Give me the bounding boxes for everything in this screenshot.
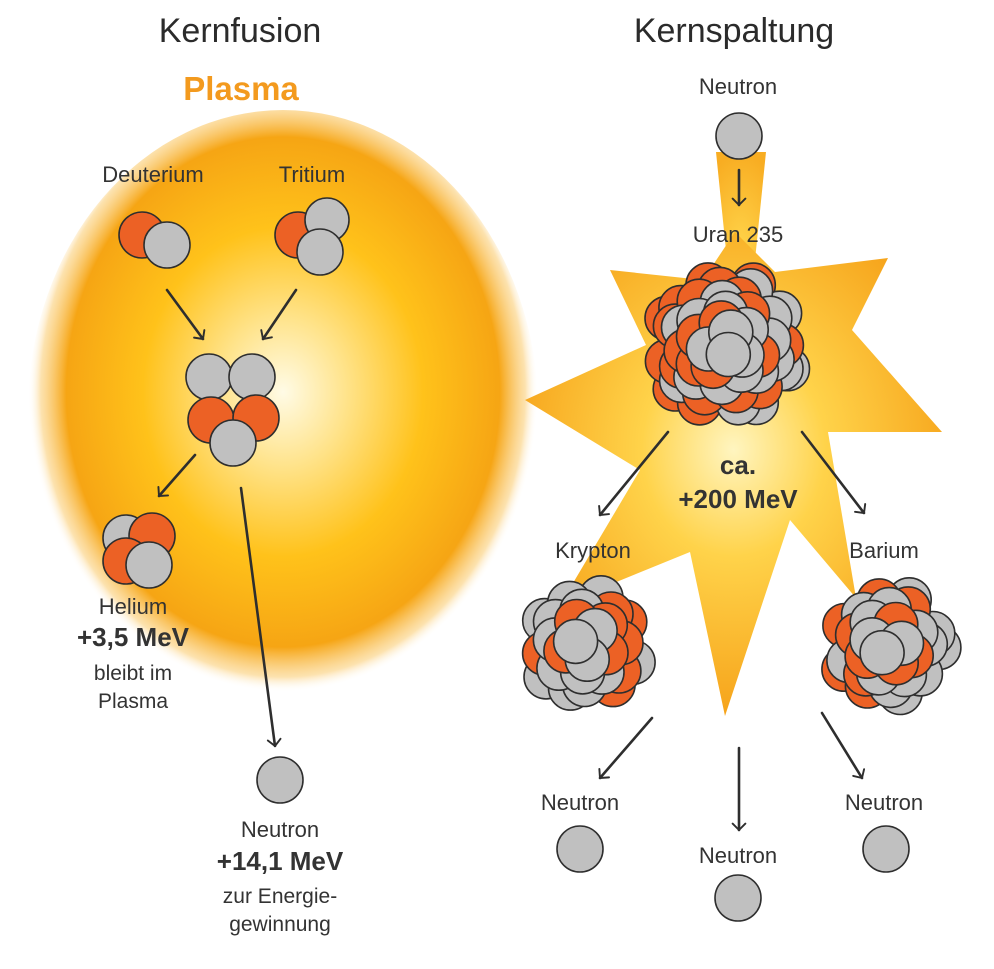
tritium-label: Tritium (278, 162, 346, 187)
fission-neutron-middle-label: Neutron (698, 843, 778, 868)
fission-energy-line2: +200 MeV (678, 484, 798, 514)
arrow-compound-to-helium (157, 453, 197, 498)
arrow-compound-to-neutron (239, 486, 282, 748)
fusion-neutron-label: Neutron (240, 817, 320, 842)
neutron (209, 419, 257, 467)
neutron (185, 353, 233, 401)
fission-neutron-left-label: Neutron (540, 790, 620, 815)
neutron (862, 825, 910, 873)
neutron (125, 541, 173, 589)
fission-title: Kernspaltung (633, 12, 835, 50)
neutron (256, 756, 304, 804)
fission-neutron-middle (714, 874, 762, 922)
fusion-neutron-note-line1: zur Energie- (222, 885, 338, 908)
uranium-nucleus (644, 262, 811, 426)
arrow-to-neutron-left (598, 716, 654, 780)
neutron (715, 112, 763, 160)
helium-label: Helium (98, 594, 168, 619)
arrow-to-neutron-right (820, 711, 866, 780)
fusion-neutron (256, 756, 304, 804)
reaction-arrows (157, 168, 867, 832)
neutron (714, 874, 762, 922)
neutron (556, 825, 604, 873)
neutron (705, 331, 752, 378)
krypton-label: Krypton (555, 538, 631, 563)
incoming-neutron (715, 112, 763, 160)
fusion-neutron-note-line2: gewinnung (229, 913, 331, 936)
krypton-nucleus (521, 574, 656, 711)
arrow-uranium-to-krypton (598, 430, 670, 517)
neutron (859, 629, 905, 676)
fission-neutron-left (556, 825, 604, 873)
fission-neutron-right-label: Neutron (844, 790, 924, 815)
fission-energy-line1: ca. (719, 450, 757, 480)
compound-nucleus (185, 353, 280, 467)
explosion-burst (525, 232, 942, 716)
nuclei-layer (102, 112, 962, 922)
neutron (143, 221, 191, 269)
helium-note-line1: bleibt im (93, 662, 173, 685)
plasma-cloud (28, 110, 538, 710)
arrow-uranium-to-barium (800, 430, 867, 515)
helium-note-line2: Plasma (97, 690, 169, 713)
deuterium-nucleus (118, 211, 191, 269)
barium-label: Barium (849, 538, 919, 563)
incoming-neutron-beam (716, 152, 766, 260)
uranium-label: Uran 235 (692, 222, 784, 247)
deuterium-label: Deuterium (102, 162, 204, 187)
fusion-title: Kernfusion (158, 12, 322, 50)
plasma-label: Plasma (183, 70, 299, 107)
fusion-neutron-energy: +14,1 MeV (216, 846, 344, 876)
arrow-tritium-to-compound (260, 288, 298, 341)
neutron (228, 353, 276, 401)
fission-neutron-right (862, 825, 910, 873)
neutron (552, 618, 599, 665)
incoming-neutron-label: Neutron (698, 74, 778, 99)
barium-nucleus (821, 576, 962, 716)
helium-nucleus (102, 512, 176, 589)
tritium-nucleus (274, 197, 350, 276)
arrow-deuterium-to-compound (165, 288, 206, 341)
helium-energy: +3,5 MeV (76, 622, 190, 652)
neutron (296, 228, 344, 276)
